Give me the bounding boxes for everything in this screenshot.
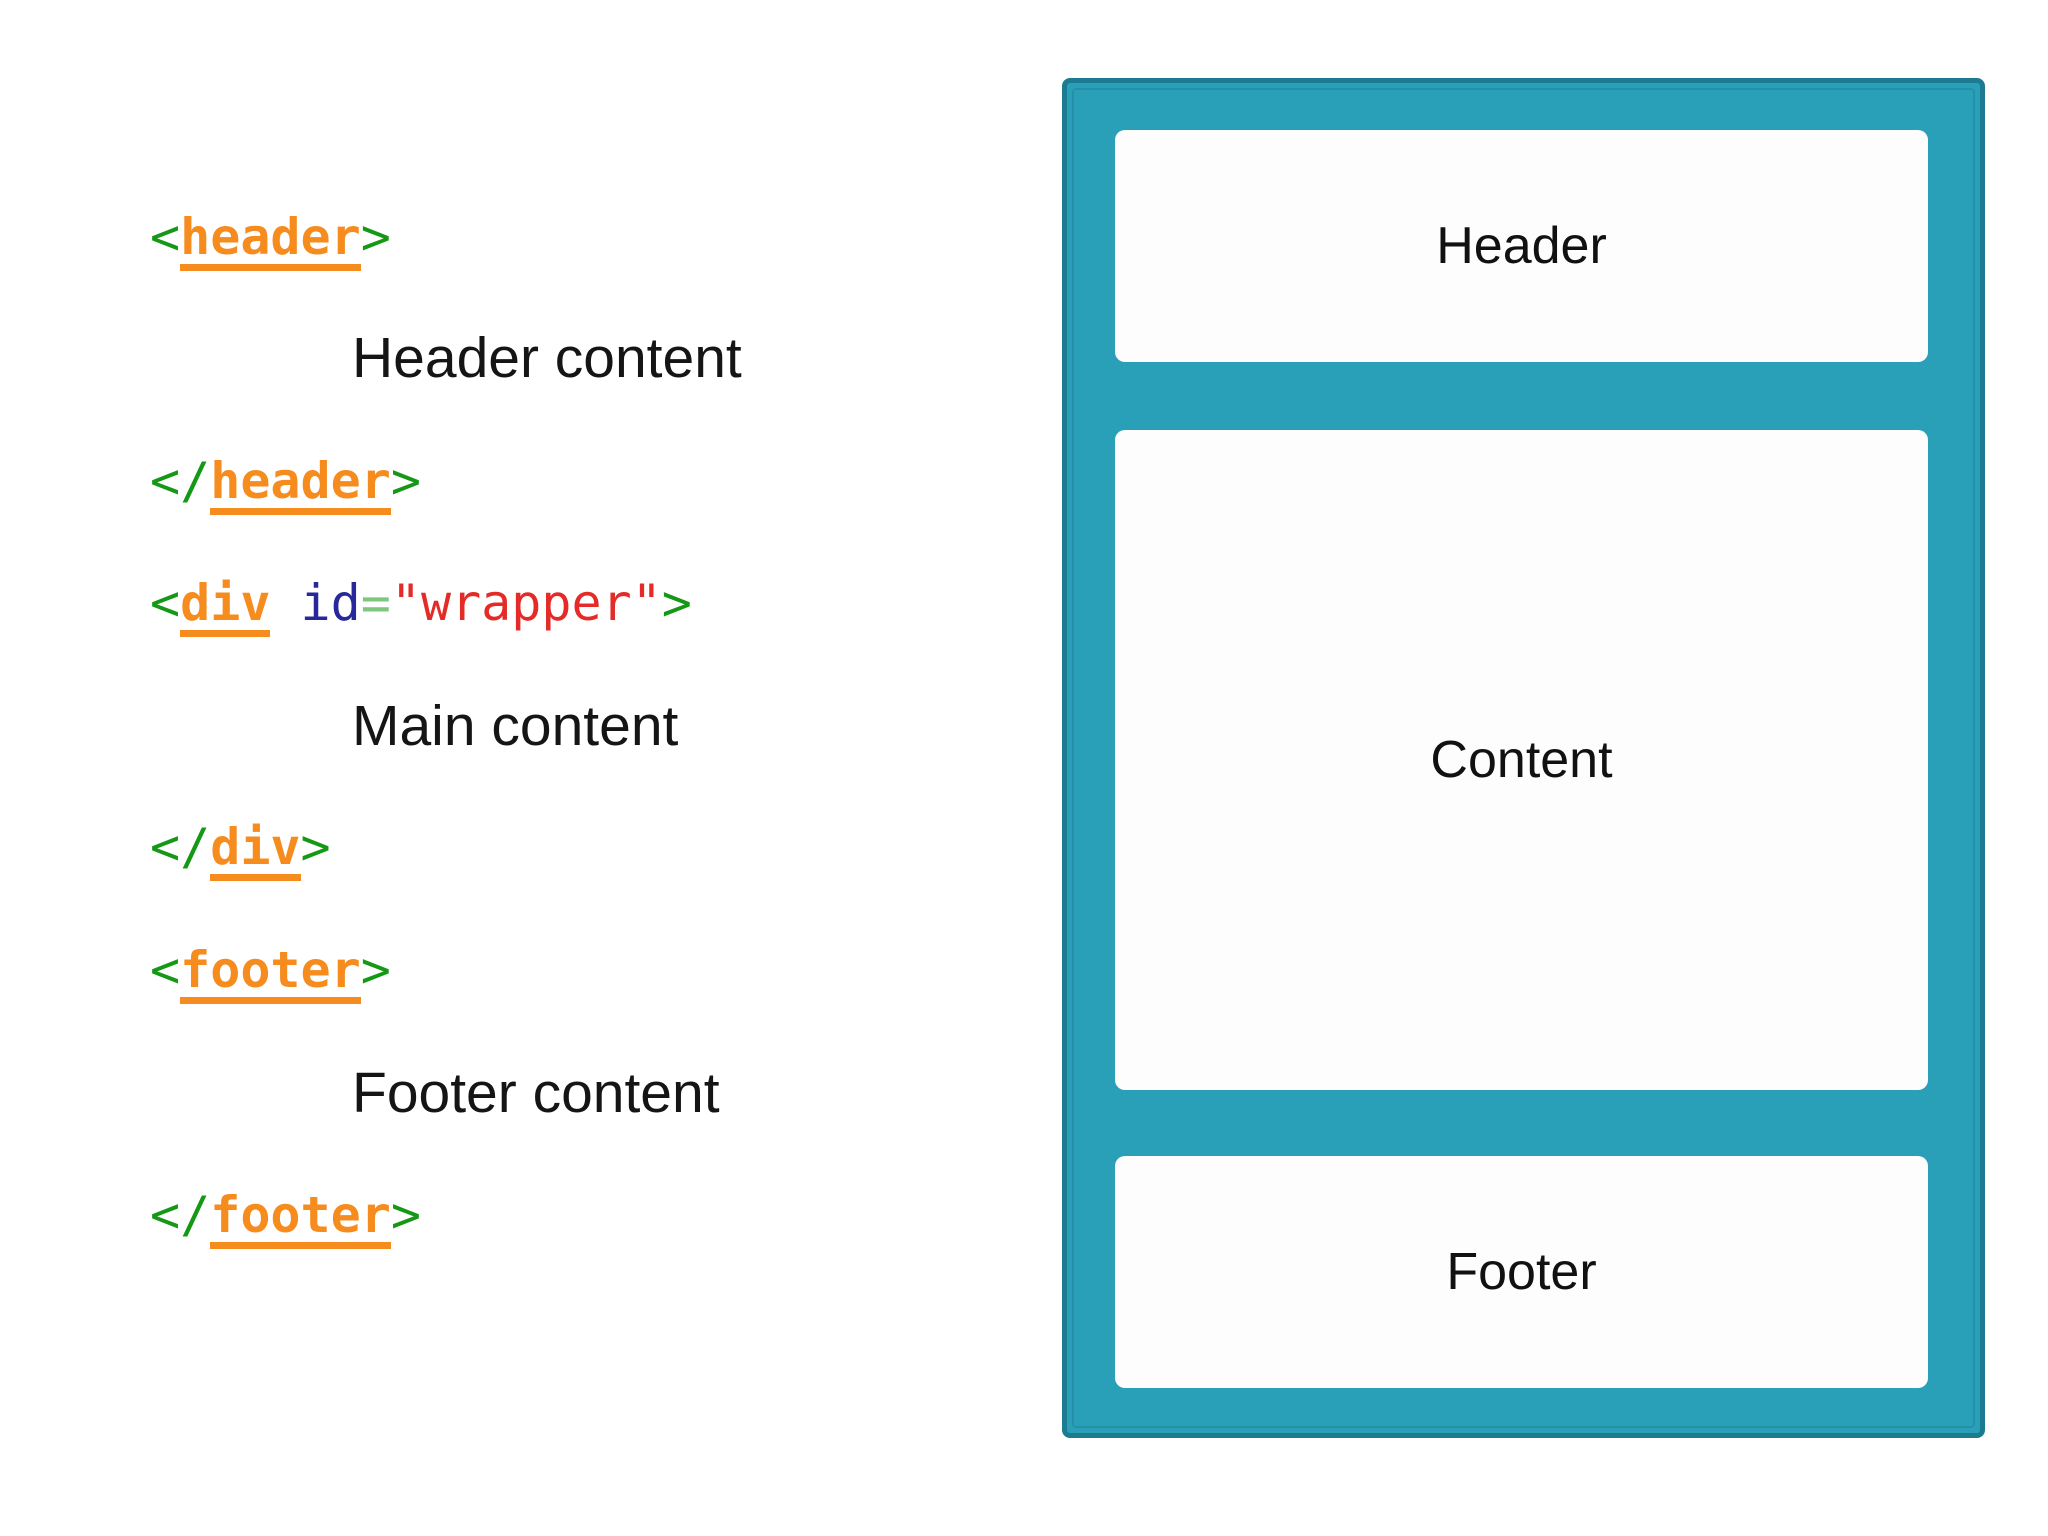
code-tag-line: <header> [150,212,391,271]
code-token-tag: div [180,578,271,637]
code-text-line: Main content [352,694,679,758]
footer-box-label: Footer [1446,1243,1597,1301]
content-box-label: Content [1430,731,1613,789]
code-token-tag: footer [210,1190,391,1249]
code-token-br: < [150,208,181,266]
code-token-tag: header [210,456,391,515]
footer-box: Footer [1115,1156,1928,1388]
header-box: Header [1115,130,1928,362]
code-tag-line: </header> [150,456,421,515]
code-token-eq: = [360,574,391,632]
code-token-br: > [390,452,421,510]
code-token-br: </ [150,818,211,876]
code-token-str: "wrapper" [390,574,662,632]
code-token-br: > [300,818,331,876]
code-token-tag: div [210,822,301,881]
code-text-line: Footer content [352,1061,720,1125]
code-token-br: < [150,574,181,632]
code-token-br: > [661,574,692,632]
header-box-label: Header [1436,217,1607,275]
code-token-br: > [360,208,391,266]
code-tag-line: </div> [150,822,331,881]
code-token-attr: id [300,574,361,632]
code-token-tag: header [180,212,361,271]
code-token-br: > [390,1186,421,1244]
code-token-br: > [360,941,391,999]
code-token-br: < [150,941,181,999]
code-tag-line: <div id="wrapper"> [150,578,692,637]
code-tag-line: </footer> [150,1190,421,1249]
code-token-tag: footer [180,945,361,1004]
code-text-line: Header content [352,326,742,390]
code-tag-line: <footer> [150,945,391,1004]
code-token-br: </ [150,452,211,510]
code-token-br: </ [150,1186,211,1244]
code-token-sp [270,578,300,628]
content-box: Content [1115,430,1928,1090]
page-layout-frame: Header Content Footer [1062,78,1985,1438]
